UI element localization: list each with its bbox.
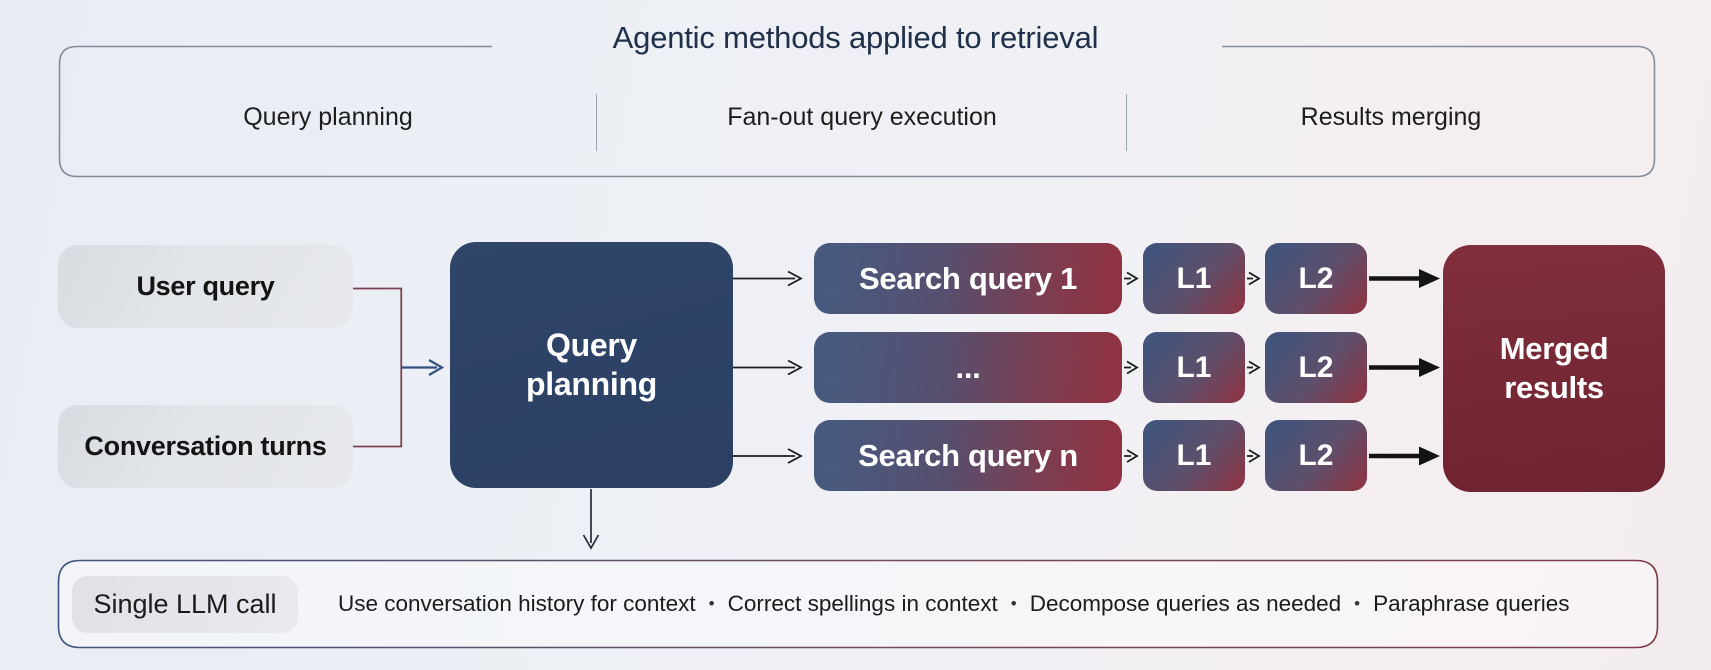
l2-label-row1: L2 <box>1298 261 1334 295</box>
footer-note: Paraphrase queries <box>1373 591 1570 616</box>
single-llm-call-label: Single LLM call <box>93 589 277 619</box>
l2-box-row2: L2 <box>1265 332 1367 403</box>
l2-to-merged-arrowhead-row1 <box>1419 269 1440 288</box>
planner-to-footer-arrow <box>582 489 600 550</box>
column-label-results-merging: Results merging <box>1300 103 1482 131</box>
query-planning-label: Query planning <box>526 326 657 402</box>
query1-to-l1-arrow <box>1124 271 1139 286</box>
queryn-to-l1-arrow <box>1124 449 1139 463</box>
conversation-turns-label: Conversation turns <box>84 431 327 461</box>
l2-label-row2: L2 <box>1298 350 1334 384</box>
single-llm-call-badge: Single LLM call <box>72 576 298 633</box>
page-title: Agentic methods applied to retrieval <box>612 20 1099 55</box>
search-query-n-label: Search query n <box>858 437 1078 473</box>
l1-label-row3: L1 <box>1176 438 1212 472</box>
footer-note: Correct spellings in context <box>727 591 998 616</box>
footer-note: Use conversation history for context <box>338 591 696 616</box>
header-divider-left <box>596 94 597 151</box>
merged-results-box: Merged results <box>1443 245 1665 492</box>
bullet-separator: • <box>708 594 715 613</box>
l1-label-row1: L1 <box>1176 261 1212 295</box>
search-query-1-box: Search query 1 <box>814 243 1122 314</box>
footer-notes: Use conversation history for context • C… <box>338 560 1628 648</box>
l1-to-l2-arrow-row3 <box>1247 449 1261 463</box>
conversation-turns-box: Conversation turns <box>58 405 353 488</box>
column-label-fanout-execution: Fan-out query execution <box>727 103 997 131</box>
l1-box-row3: L1 <box>1143 420 1245 491</box>
search-query-ellipsis-box: ... <box>814 332 1122 403</box>
search-query-n-box: Search query n <box>814 420 1122 491</box>
l2-box-row1: L2 <box>1265 243 1367 314</box>
column-label-query-planning: Query planning <box>243 103 413 131</box>
l2-label-row3: L2 <box>1298 438 1334 472</box>
planner-to-queryn-arrow <box>733 448 803 464</box>
l1-box-row1: L1 <box>1143 243 1245 314</box>
bullet-separator: • <box>1354 594 1361 613</box>
l1-box-row2: L1 <box>1143 332 1245 403</box>
user-query-label: User query <box>136 271 275 301</box>
l1-label-row2: L1 <box>1176 350 1212 384</box>
l2-to-merged-arrowhead-row2 <box>1419 358 1440 377</box>
query-planning-box: Query planning <box>450 242 733 488</box>
inputs-junction-connector <box>353 287 403 448</box>
planner-to-query2-arrow <box>733 359 803 376</box>
user-query-box: User query <box>58 245 353 328</box>
l2-box-row3: L2 <box>1265 420 1367 491</box>
l1-to-l2-arrow-row1 <box>1247 271 1261 286</box>
l2-to-merged-arrowhead-row3 <box>1419 446 1440 466</box>
search-query-ellipsis-label: ... <box>955 349 981 385</box>
query2-to-l1-arrow <box>1124 360 1139 375</box>
footer-note: Decompose queries as needed <box>1029 591 1342 616</box>
junction-to-planner-arrow <box>401 359 445 376</box>
search-query-1-label: Search query 1 <box>858 260 1078 296</box>
header-divider-right <box>1126 94 1127 151</box>
planner-to-query1-arrow <box>733 270 803 287</box>
bullet-separator: • <box>1010 594 1017 613</box>
l1-to-l2-arrow-row2 <box>1247 360 1261 375</box>
merged-results-label: Merged results <box>1499 330 1609 405</box>
